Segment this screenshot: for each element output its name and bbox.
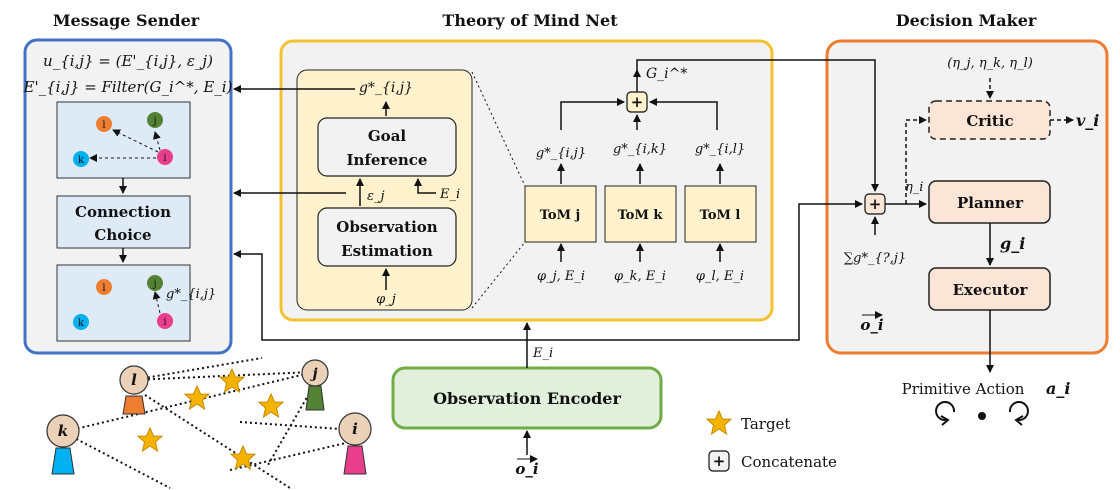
- input-k-label: φ_k, E_i: [614, 269, 666, 284]
- agent-l: l: [119, 365, 149, 415]
- g-ij-bottom-label: g*_{i,j}: [166, 287, 216, 302]
- node-i-top: [157, 149, 173, 165]
- g-ik-label: g*_{i,k}: [613, 142, 667, 157]
- target-star-2: [219, 368, 245, 393]
- observation-encoder-label: Observation Encoder: [433, 389, 621, 408]
- tom-j-box: [524, 185, 597, 243]
- phi-j-label: φ_j: [376, 292, 396, 307]
- a-i-label: a_i: [1046, 379, 1070, 398]
- svg-text:j: j: [309, 366, 317, 382]
- g-il-label: g*_{i,l}: [695, 142, 745, 157]
- legend-concatenate-label: Concatenate: [741, 453, 837, 471]
- decision-maker-title: Decision Maker: [896, 11, 1037, 30]
- arrow-E-to-decision: [527, 200, 863, 341]
- g-i-label: g_i: [1000, 234, 1025, 253]
- observation-estimation-line2: Estimation: [341, 242, 433, 260]
- goal-inference-box: [317, 117, 457, 177]
- o-i-encoder-label: o_i: [515, 460, 539, 478]
- arrow-G-to-decision: [636, 59, 879, 192]
- rotate-right-icon: [1008, 401, 1029, 426]
- arrow-E-to-sender: [233, 250, 527, 341]
- connection-choice-line2: Choice: [94, 226, 151, 244]
- legend-target-label: Target: [741, 415, 790, 433]
- input-j-label: φ_j, E_i: [537, 269, 585, 284]
- node-j-top: [147, 112, 163, 128]
- tom-l-label: ToM l: [700, 208, 741, 223]
- target-star-3: [258, 393, 284, 418]
- u-equation: u_{i,j} = (E'_{i,j}, ε_j): [43, 52, 213, 70]
- input-l-label: φ_l, E_i: [696, 269, 744, 284]
- node-l-top: [96, 116, 112, 132]
- svg-text:+: +: [713, 452, 726, 470]
- target-star-4: [137, 427, 163, 452]
- svg-text:k: k: [78, 155, 85, 166]
- tom-net-title: Theory of Mind Net: [442, 11, 618, 30]
- tom-l-box: [684, 185, 757, 243]
- eta-i-label: η_i: [905, 180, 923, 195]
- primitive-action-label: Primitive Action: [902, 380, 1025, 398]
- goal-inference-line2: Inference: [347, 151, 428, 169]
- stay-dot-icon: [978, 412, 986, 420]
- svg-text:l: l: [102, 120, 105, 131]
- graph-box-bottom: [56, 264, 191, 342]
- node-i-bottom: [157, 313, 173, 329]
- connection-choice-line1: Connection: [75, 203, 171, 221]
- graph-box-top: [56, 101, 191, 179]
- observation-estimation-box: [317, 207, 457, 267]
- target-star-1: [184, 385, 210, 410]
- goal-inference-line1: Goal: [368, 127, 407, 145]
- zoom-line-top: [471, 71, 526, 187]
- o-i-decision-label: o_i: [860, 316, 884, 334]
- svg-text:+: +: [631, 93, 644, 111]
- node-j-bottom: [147, 275, 163, 291]
- tom-k-label: ToM k: [618, 208, 664, 223]
- E-i-tom-label: E_i: [439, 187, 460, 202]
- svg-text:l: l: [102, 283, 105, 294]
- svg-text:i: i: [163, 317, 166, 328]
- agent-i: i: [338, 412, 372, 475]
- executor-label: Executor: [953, 281, 1029, 299]
- critic-box: [928, 100, 1051, 140]
- eps-j-label: ε_j: [367, 189, 385, 204]
- zoom-line-bottom: [471, 241, 526, 309]
- sum-g-label: ∑g*_{?,j}: [844, 251, 906, 266]
- observation-estimation-line1: Observation: [336, 218, 438, 236]
- agent-k: k: [46, 414, 80, 475]
- tom-k-box: [604, 185, 677, 243]
- G-star-label: G_i^*: [646, 66, 687, 82]
- agent-j: j: [301, 359, 329, 411]
- svg-text:+: +: [869, 195, 882, 213]
- svg-text:i: i: [352, 420, 358, 438]
- v-i-label: v_i: [1076, 111, 1099, 130]
- g-ij-label: g*_{i,j}: [536, 146, 586, 161]
- connection-choice-box: [56, 195, 191, 249]
- g-ij-output-label: g*_{i,j}: [359, 80, 413, 96]
- svg-text:k: k: [78, 318, 85, 329]
- etas-label: (η_j, η_k, η_l): [947, 56, 1033, 71]
- legend-concat-icon: [708, 450, 730, 472]
- critic-label: Critic: [966, 112, 1013, 130]
- rotate-left-icon: [935, 401, 956, 426]
- legend-star-icon: [706, 410, 732, 435]
- svg-text:j: j: [152, 116, 156, 127]
- node-l-bottom: [96, 279, 112, 295]
- svg-text:i: i: [163, 153, 166, 164]
- svg-text:k: k: [58, 422, 68, 440]
- planner-label: Planner: [957, 194, 1024, 212]
- E-i-encoder-label: E_i: [532, 346, 553, 361]
- filter-equation: E'_{i,j} = Filter(G_i^*, E_i): [23, 78, 233, 96]
- message-sender-title: Message Sender: [53, 11, 200, 30]
- svg-text:l: l: [131, 371, 137, 389]
- node-k-bottom: [73, 314, 89, 330]
- tom-j-label: ToM j: [540, 208, 580, 223]
- node-k-top: [73, 151, 89, 167]
- svg-text:j: j: [152, 279, 156, 290]
